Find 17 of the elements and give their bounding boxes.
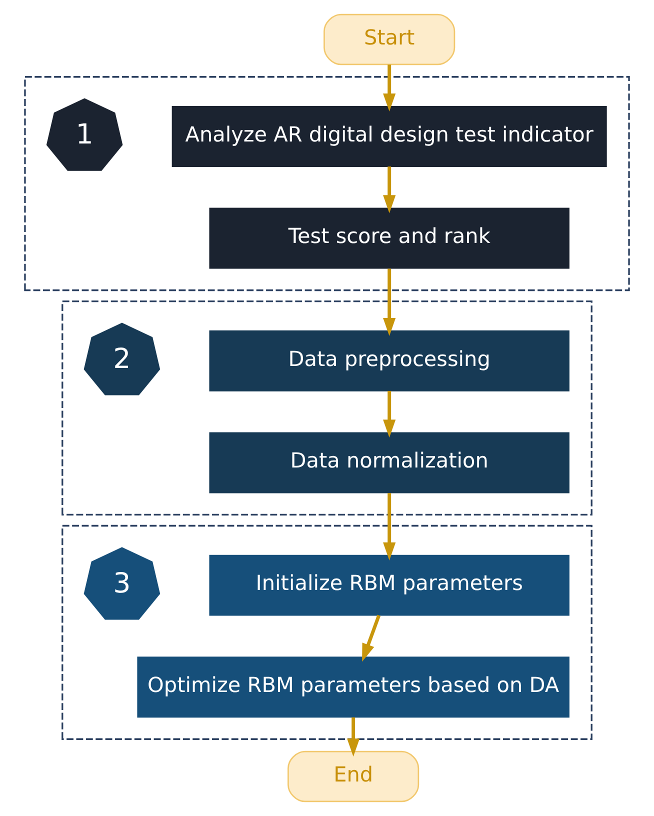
node-box: Test score and rank bbox=[209, 208, 570, 269]
node-box: Initialize RBM parameters bbox=[209, 554, 570, 616]
node-box: Analyze AR digital design test indicator bbox=[172, 106, 607, 167]
arrow bbox=[347, 717, 360, 757]
arrow bbox=[362, 614, 381, 662]
cluster bbox=[62, 300, 592, 516]
node-box: Start bbox=[324, 14, 456, 66]
arrow bbox=[383, 390, 396, 438]
arrow bbox=[383, 493, 396, 560]
node-box: End bbox=[288, 750, 420, 802]
cluster bbox=[24, 76, 630, 292]
arrow bbox=[383, 64, 396, 112]
arrow bbox=[383, 268, 396, 336]
node-box: Data preprocessing bbox=[209, 330, 570, 392]
node-box: Optimize RBM parameters based on DA bbox=[137, 656, 570, 718]
node-box: Data normalization bbox=[209, 432, 570, 494]
arrow bbox=[383, 166, 396, 214]
